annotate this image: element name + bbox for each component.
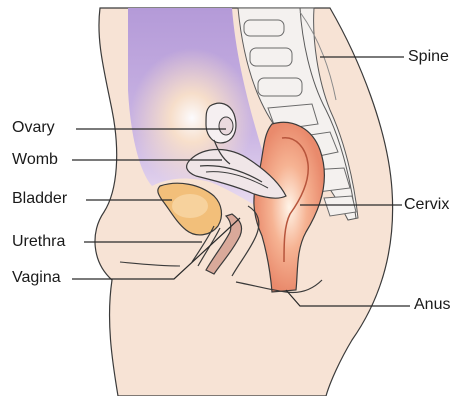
label-cervix: Cervix	[404, 196, 449, 214]
label-urethra: Urethra	[12, 233, 65, 251]
vertebra	[258, 78, 302, 96]
label-bladder: Bladder	[12, 190, 67, 208]
label-anus: Anus	[414, 296, 450, 314]
vertebra	[250, 48, 292, 66]
label-ovary: Ovary	[12, 119, 55, 137]
label-spine: Spine	[408, 48, 449, 66]
vertebra	[324, 196, 356, 216]
label-vagina: Vagina	[12, 269, 61, 287]
vertebra	[244, 20, 284, 36]
label-womb: Womb	[12, 151, 58, 169]
